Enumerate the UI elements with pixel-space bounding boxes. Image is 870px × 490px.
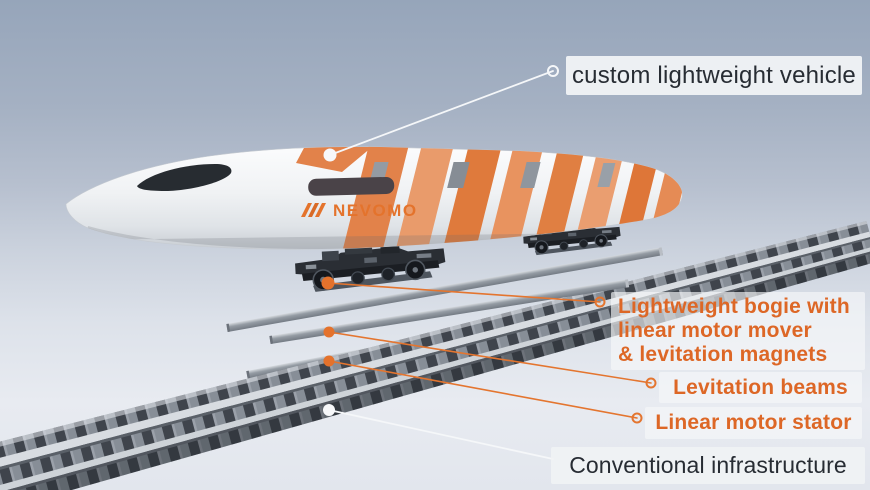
bogie-label-line2: linear motor mover	[618, 319, 812, 342]
anchor-dot-stator	[323, 355, 335, 367]
callout-linear-motor-stator-label: Linear motor stator	[645, 407, 862, 439]
beams-label-text: Levitation beams	[673, 376, 848, 399]
side-window	[308, 176, 395, 196]
anchor-dot-vehicle	[323, 148, 337, 162]
leader-ring-stator	[631, 412, 643, 424]
callout-conventional-infrastructure-label: Conventional infrastructure	[551, 447, 865, 484]
leader-ring-bogie	[594, 296, 606, 308]
vehicle-label-text: custom lightweight vehicle	[571, 62, 856, 89]
anchor-dots	[321, 148, 337, 416]
callout-bogie-label: Lightweight bogie with linear motor move…	[611, 292, 865, 370]
stator-label-text: Linear motor stator	[655, 411, 852, 434]
brand-logo-text: NEVOMO	[333, 201, 418, 220]
leader-ring-beams	[645, 377, 657, 389]
leader-line-infrastructure	[328, 409, 554, 460]
nevomo-logo-mark	[301, 203, 326, 217]
anchor-dot-bogie	[321, 276, 335, 290]
windshield	[137, 164, 232, 191]
leader-ring-vehicle	[547, 65, 559, 77]
leader-line-bogie	[327, 282, 601, 303]
train-livery-stripes	[86, 146, 683, 250]
leader-line-stator	[328, 360, 638, 419]
bogie-label-line3: & levitation magnets	[618, 343, 828, 366]
leader-line-vehicle	[329, 70, 554, 156]
infrastructure-label-text: Conventional infrastructure	[569, 452, 847, 478]
leader-line-beams	[328, 331, 652, 384]
levitation-beam-upper	[226, 247, 663, 332]
levitation-beam-lower	[269, 279, 630, 344]
anchor-dot-infrastructure	[323, 404, 335, 416]
train-vehicle: NEVOMO	[65, 146, 683, 250]
callout-vehicle-label: custom lightweight vehicle	[566, 56, 862, 95]
bogie-label-line1: Lightweight bogie with	[618, 295, 850, 318]
callout-levitation-beams-label: Levitation beams	[659, 372, 862, 403]
leader-lines	[327, 65, 657, 460]
nevomo-logo: NEVOMO	[301, 201, 418, 220]
anchor-dot-beams	[323, 326, 335, 338]
